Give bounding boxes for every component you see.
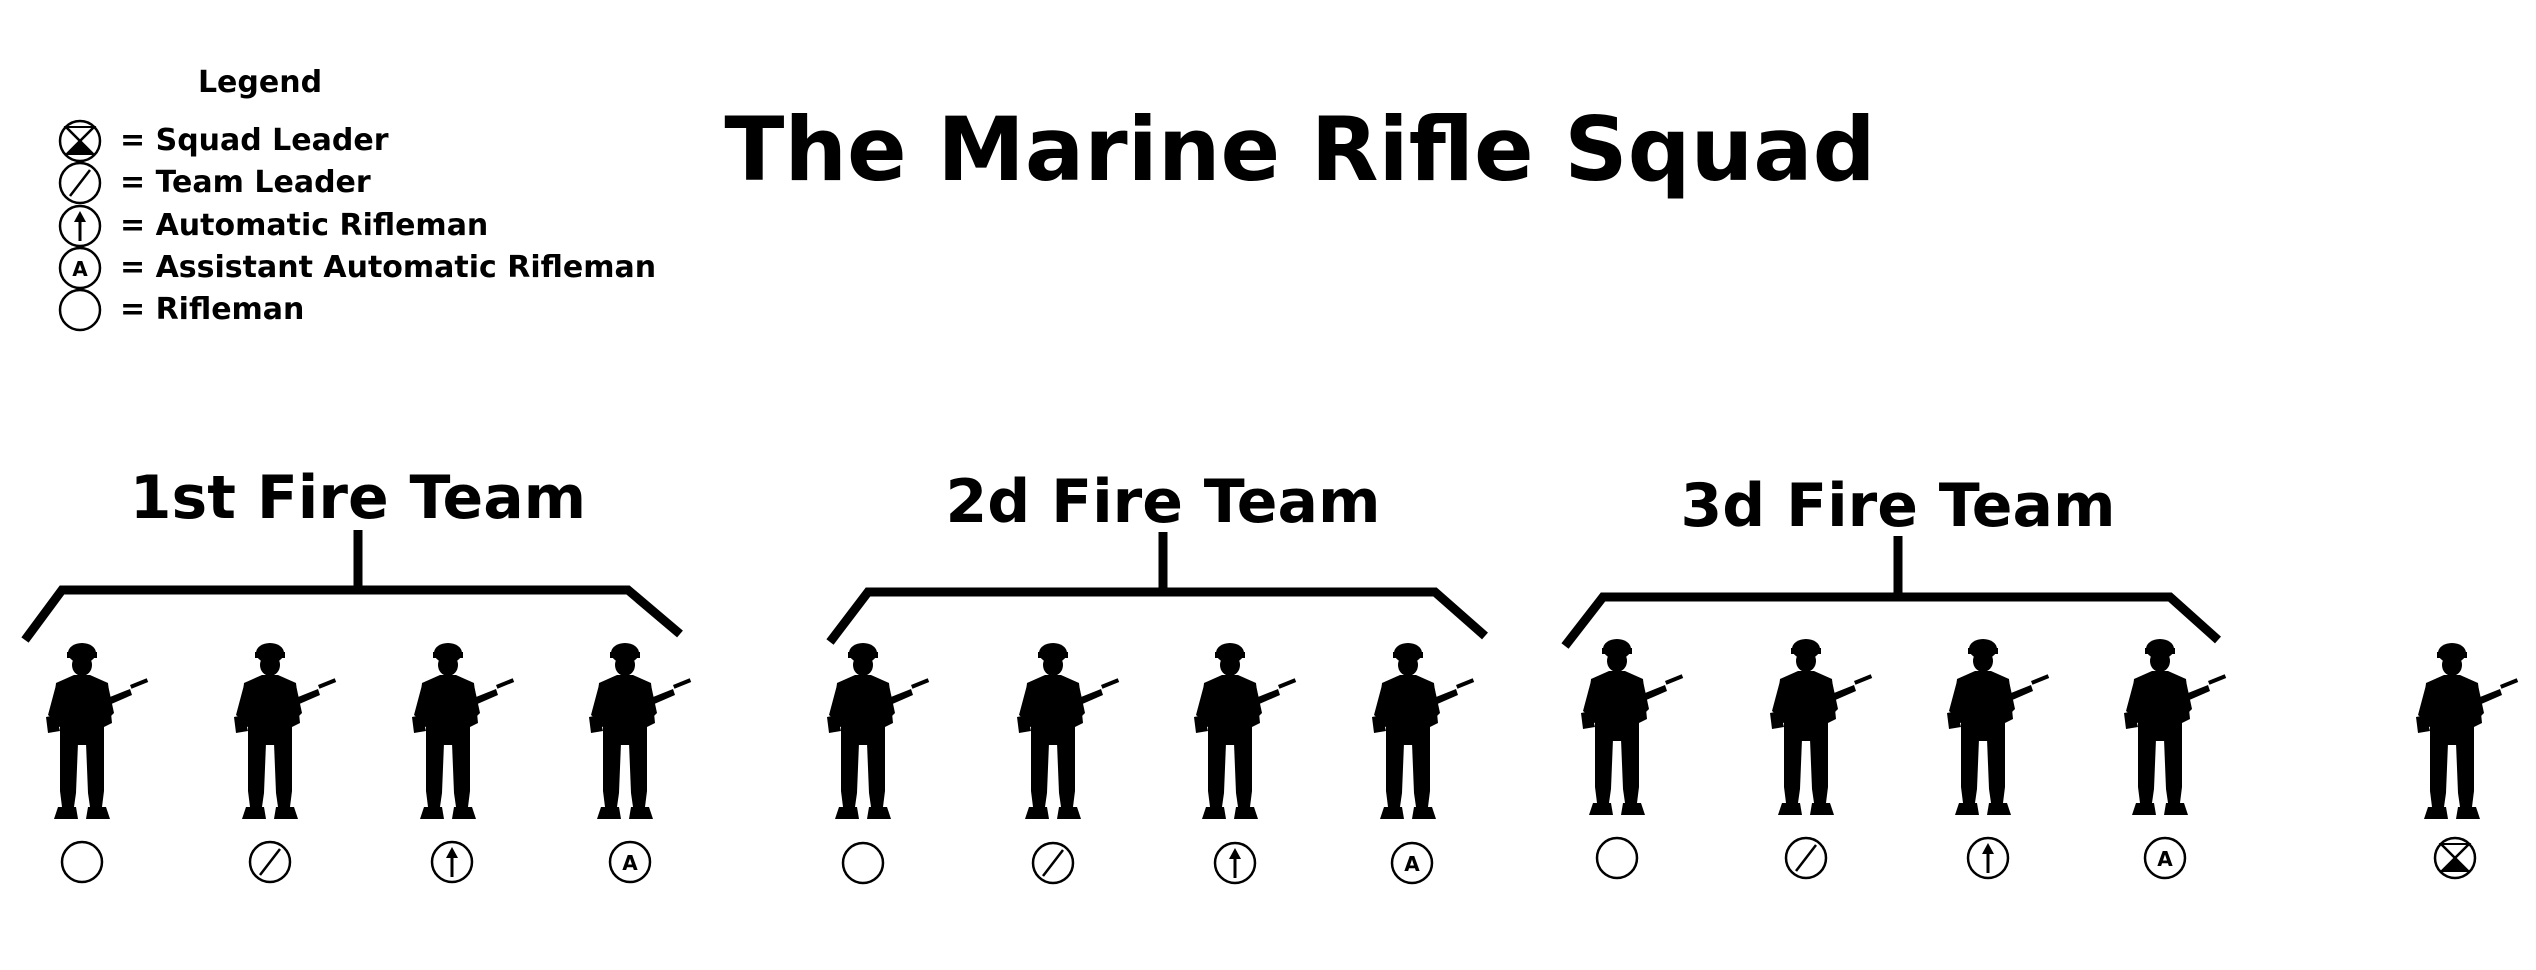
squad-leader (2416, 643, 2519, 880)
team-leader-symbol-icon (1784, 836, 1828, 880)
soldier-icon (2124, 639, 2227, 815)
soldier-icon (589, 643, 692, 819)
team-leader-symbol-icon (58, 161, 102, 205)
soldier-icon (412, 643, 515, 819)
automatic-rifleman-symbol-icon (430, 840, 474, 884)
symbol-glyph: A (2157, 847, 2173, 871)
automatic-rifleman-symbol-icon (1966, 836, 2010, 880)
automatic-rifleman-symbol-icon (1213, 841, 1257, 885)
team-bracket (21, 530, 683, 643)
legend-label: = Rifleman (120, 292, 304, 327)
rifleman-symbol-icon (58, 288, 102, 332)
page-title: The Marine Rifle Squad (724, 98, 1875, 201)
soldier-icon (827, 643, 930, 819)
legend-item-assistant-automatic-rifleman: A = Assistant Automatic Rifleman (58, 246, 656, 290)
legend-item-team-leader: = Team Leader (58, 161, 371, 205)
automatic-rifleman-symbol-icon (58, 204, 102, 248)
soldier-icon (1581, 639, 1684, 815)
soldier-icon (1947, 639, 2050, 815)
fire-team-1: 1st Fire Team A (21, 463, 692, 884)
legend-label: = Team Leader (120, 165, 371, 200)
soldier-icon (1017, 643, 1120, 819)
squad-leader-symbol-icon (58, 119, 102, 163)
soldier-icon (1770, 639, 1873, 815)
symbol-glyph: A (72, 257, 88, 281)
team-leader-symbol-icon (1031, 841, 1075, 885)
rifleman-symbol-icon (60, 840, 104, 884)
soldier-icon (1372, 643, 1475, 819)
soldier-icon (46, 643, 149, 819)
fire-team-2: 2d Fire Team A (826, 467, 1488, 885)
legend-item-squad-leader: = Squad Leader (58, 119, 389, 163)
team-leader-symbol-icon (248, 840, 292, 884)
team-bracket (826, 532, 1488, 645)
symbol-glyph: A (622, 851, 638, 875)
soldier-icon (2416, 643, 2519, 819)
legend-label: = Assistant Automatic Rifleman (120, 250, 656, 285)
soldier-icon (1194, 643, 1297, 819)
rifleman-symbol-icon (841, 841, 885, 885)
legend: Legend = Squad Leader = Team Leader = Au… (58, 65, 656, 332)
legend-label: = Squad Leader (120, 123, 389, 158)
fire-team-label: 1st Fire Team (130, 463, 586, 533)
legend-item-automatic-rifleman: = Automatic Rifleman (58, 204, 488, 248)
fire-team-3: 3d Fire Team A (1561, 471, 2227, 880)
fire-team-label: 3d Fire Team (1681, 471, 2116, 541)
legend-heading: Legend (198, 65, 322, 100)
fire-team-label: 2d Fire Team (946, 467, 1381, 537)
symbol-glyph: A (1404, 852, 1420, 876)
soldier-icon (234, 643, 337, 819)
squad-leader-symbol-icon (2433, 836, 2477, 880)
team-bracket (1561, 536, 2222, 649)
legend-label: = Automatic Rifleman (120, 208, 488, 243)
rifleman-symbol-icon (1595, 836, 1639, 880)
legend-item-rifleman: = Rifleman (58, 288, 304, 332)
